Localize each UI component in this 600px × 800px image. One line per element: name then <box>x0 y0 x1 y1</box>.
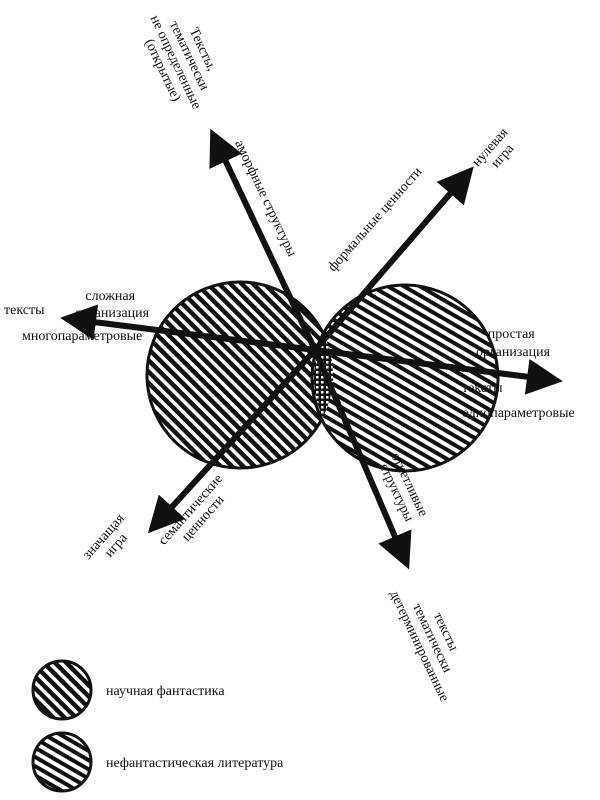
label-zero-game: нулевая игра <box>470 123 525 180</box>
label-meaningful-game: значащая игра <box>80 509 141 573</box>
label-simple-organization: простая организация <box>476 327 551 360</box>
label-formal-values: формальные ценности <box>325 164 425 275</box>
label-single-parameter-texts: тексты однопараметровые <box>462 381 575 421</box>
arrow-complex-organization <box>60 304 316 353</box>
arrow-formal-values <box>312 166 474 352</box>
legend-label-science-fiction: научная фантастика <box>106 684 225 699</box>
legend-label-non-fiction: нефантастическая литература <box>106 756 284 771</box>
arrow-amorphous-structures <box>209 128 318 352</box>
circle-non-fiction <box>310 283 500 473</box>
arrow-distinct-structures <box>312 348 412 570</box>
legend: научная фантастика нефантастическая лите… <box>31 659 284 793</box>
label-complex-organization: сложная организация <box>75 289 150 321</box>
legend-swatch-non-fiction <box>31 731 93 793</box>
legend-swatch-science-fiction <box>31 659 93 721</box>
label-multiparameter-texts: тексты многопараметровые <box>4 303 142 344</box>
circle-science-fiction <box>145 280 335 470</box>
arrow-simple-organization <box>314 347 563 395</box>
label-open-texts: Тексты, тематически не определенные (отк… <box>133 0 232 121</box>
label-determined-texts: тексты тематически детерминированные <box>386 575 478 704</box>
arrow-semantic-values <box>147 347 318 534</box>
